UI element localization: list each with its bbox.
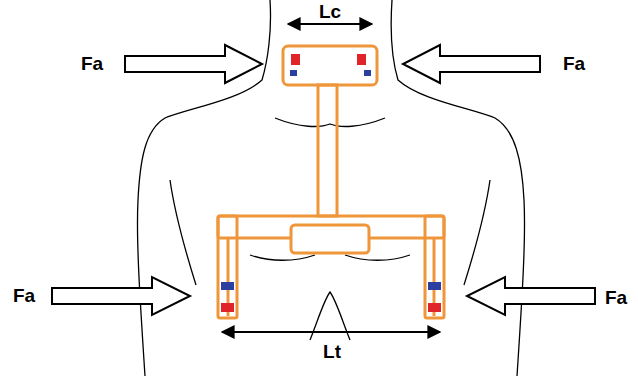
device-frame [218,46,444,318]
force-label: Fa [605,288,627,309]
force-label: Fa [563,54,585,75]
dimension-label: Lc [319,2,341,23]
force-label: Fa [81,54,103,75]
force-label: Fa [13,286,35,307]
force-arrow [52,45,595,315]
sensor-markers [221,54,441,312]
dimension-label: Lt [323,342,341,363]
dimension-line [222,24,440,332]
